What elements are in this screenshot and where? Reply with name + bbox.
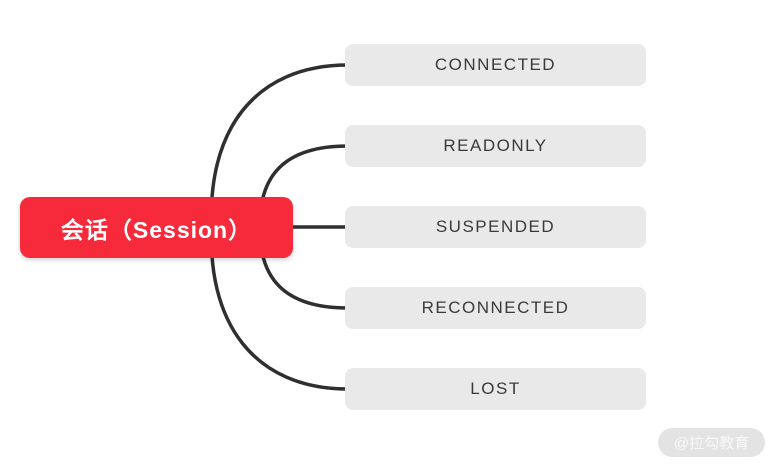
node-reconnected[interactable]: RECONNECTED [345,287,646,329]
root-node-session[interactable]: 会话（Session） [20,197,293,258]
node-connected-label: CONNECTED [434,55,557,74]
root-node-label: 会话（Session） [60,216,253,243]
connector-connected [209,63,350,237]
node-reconnected-label: RECONNECTED [421,298,570,317]
watermark-label: @拉勾教育 [673,435,750,452]
node-suspended[interactable]: SUSPENDED [345,206,646,248]
node-lost[interactable]: LOST [345,368,646,410]
node-readonly[interactable]: READONLY [345,125,646,167]
node-lost-label: LOST [470,379,521,398]
node-connected[interactable]: CONNECTED [345,44,646,86]
node-readonly-label: READONLY [443,136,548,155]
node-suspended-label: SUSPENDED [435,217,556,236]
watermark-badge: @拉勾教育 [658,428,765,457]
